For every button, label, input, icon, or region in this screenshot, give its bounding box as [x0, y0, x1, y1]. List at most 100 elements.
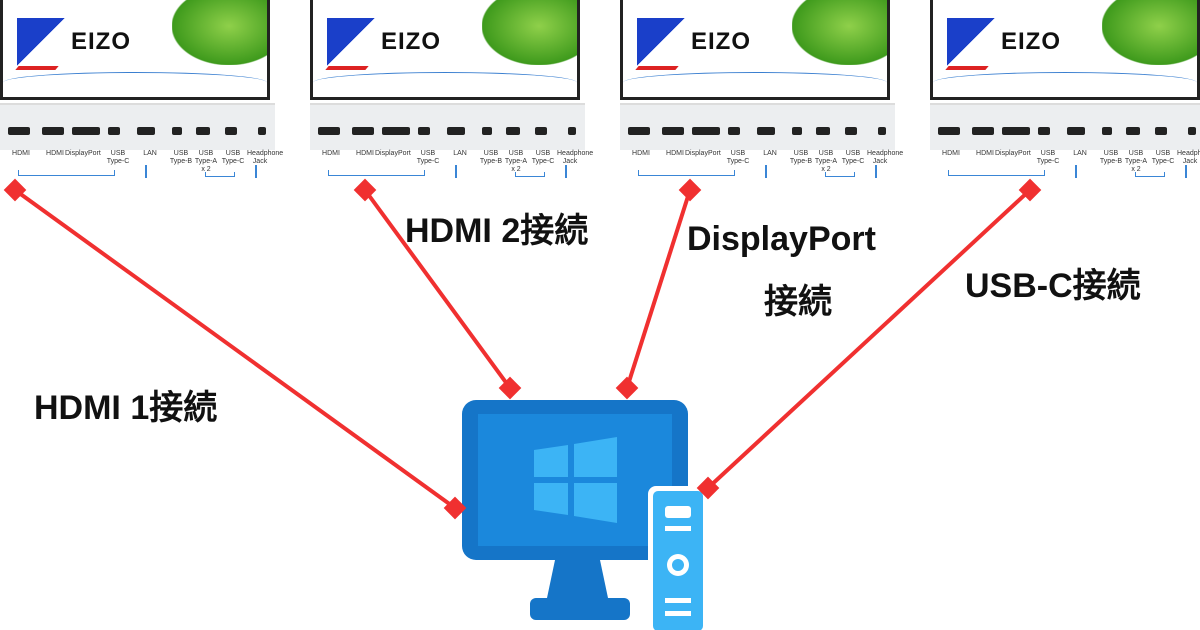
port-label: HDMI [976, 150, 994, 157]
port-label: USB Type-A x 2 [1124, 150, 1148, 173]
port-icon [972, 127, 994, 135]
pc-icon [462, 400, 708, 630]
port-label: HDMI [942, 150, 960, 157]
port-label: HDMI [356, 150, 374, 157]
port-icon [1002, 127, 1030, 135]
connection-line [625, 189, 692, 389]
monitor-screen: EIZO [620, 0, 890, 100]
eizo-logo: EIZO [947, 18, 1061, 66]
port-label: USB Type-C [221, 150, 245, 165]
port-label: USB Type-C [726, 150, 750, 165]
port-label: DisplayPort [685, 150, 721, 157]
port-icon [225, 127, 237, 135]
label-hdmi1: HDMI 1接続 [34, 389, 218, 427]
port-icon [447, 127, 465, 135]
port-label: USB Type-B [479, 150, 503, 165]
port-label: Headphone Jack [247, 150, 284, 165]
port-icon [482, 127, 492, 135]
port-label: USB Type-B [169, 150, 193, 165]
port-label: USB Type-C [841, 150, 865, 165]
connector-end [696, 476, 720, 500]
port-label: HDMI [322, 150, 340, 157]
monitor-screen: EIZO [0, 0, 270, 100]
port-icon [1155, 127, 1167, 135]
port-icon [1102, 127, 1112, 135]
connector-end [615, 376, 639, 400]
port-icon [792, 127, 802, 135]
monitor-screen: EIZO [310, 0, 580, 100]
port-icon [42, 127, 64, 135]
port-icon [258, 127, 266, 135]
port-label: USB Type-A x 2 [814, 150, 838, 173]
port-label: USB Type-C [1036, 150, 1060, 165]
port-icon [1038, 127, 1050, 135]
port-label: USB Type-A x 2 [504, 150, 528, 173]
connection-line [13, 188, 457, 510]
label-hdmi2: HDMI 2接続 [405, 212, 589, 250]
port-icon [108, 127, 120, 135]
port-label: HDMI [632, 150, 650, 157]
eizo-logo: EIZO [17, 18, 131, 66]
port-icon [506, 127, 520, 135]
label-displayport: DisplayPort [687, 220, 876, 258]
port-label: DisplayPort [65, 150, 101, 157]
monitor-screen: EIZO [930, 0, 1200, 100]
port-label: USB Type-A x 2 [194, 150, 218, 173]
port-label: USB Type-C [106, 150, 130, 165]
connection-line [363, 188, 512, 390]
port-icon [845, 127, 857, 135]
port-label: USB Type-B [1099, 150, 1123, 165]
port-icon [1067, 127, 1085, 135]
label-usbc: USB-C接続 [965, 267, 1141, 305]
connector-end [498, 376, 522, 400]
port-icon [816, 127, 830, 135]
port-label: HDMI [666, 150, 684, 157]
port-icon [757, 127, 775, 135]
port-icon [728, 127, 740, 135]
eizo-logo: EIZO [637, 18, 751, 66]
port-label: DisplayPort [375, 150, 411, 157]
port-icon [692, 127, 720, 135]
port-icon [8, 127, 30, 135]
port-label: HDMI [12, 150, 30, 157]
port-icon [196, 127, 210, 135]
port-icon [72, 127, 100, 135]
port-icon [137, 127, 155, 135]
port-icon [318, 127, 340, 135]
port-icon [878, 127, 886, 135]
port-icon [1126, 127, 1140, 135]
port-label: USB Type-C [531, 150, 555, 165]
port-icon [382, 127, 410, 135]
port-label: Headphone Jack [557, 150, 594, 165]
windows-logo-icon [534, 437, 617, 523]
port-icon [662, 127, 684, 135]
port-label: USB Type-B [789, 150, 813, 165]
port-label: USB Type-C [416, 150, 440, 165]
port-label: DisplayPort [995, 150, 1031, 157]
port-icon [568, 127, 576, 135]
port-label: LAN [763, 150, 777, 157]
eizo-logo: EIZO [327, 18, 441, 66]
port-icon [418, 127, 430, 135]
port-icon [1188, 127, 1196, 135]
port-icon [938, 127, 960, 135]
port-label: LAN [453, 150, 467, 157]
port-icon [628, 127, 650, 135]
port-label: Headphone Jack [1177, 150, 1200, 165]
port-icon [535, 127, 547, 135]
port-label: HDMI [46, 150, 64, 157]
connection-line [706, 188, 1032, 490]
port-label: USB Type-C [1151, 150, 1175, 165]
port-label: Headphone Jack [867, 150, 904, 165]
port-icon [172, 127, 182, 135]
label-displayport-2: 接続 [764, 283, 832, 321]
port-label: LAN [143, 150, 157, 157]
connector-end [443, 496, 467, 520]
port-icon [352, 127, 374, 135]
port-label: LAN [1073, 150, 1087, 157]
